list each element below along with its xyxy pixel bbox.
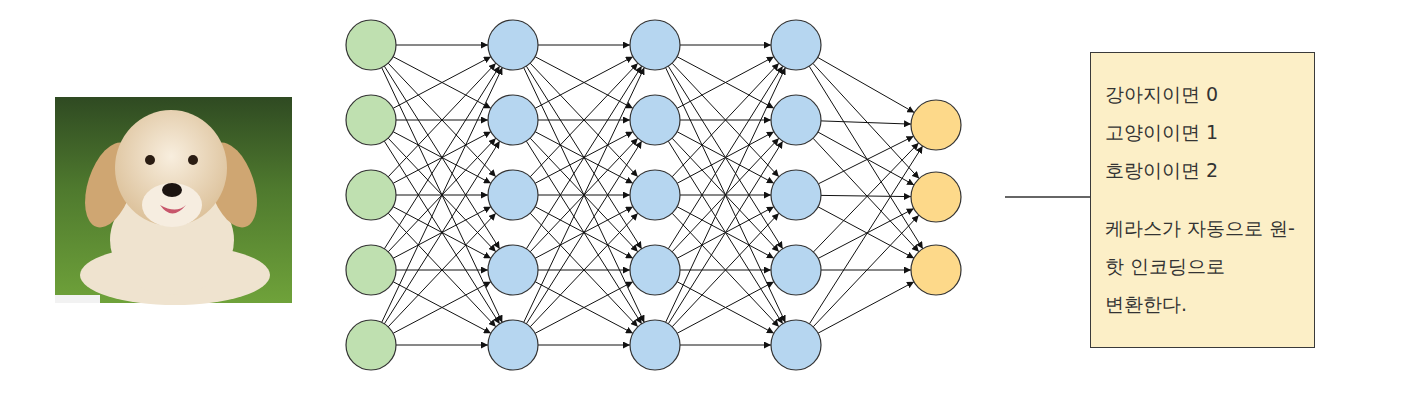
weight-arrow xyxy=(668,141,782,324)
weight-arrow xyxy=(524,68,645,323)
weight-arrow xyxy=(396,345,488,346)
note-text: 호랑이이면 2 xyxy=(1105,151,1302,189)
neuron xyxy=(911,100,961,150)
weight-arrow xyxy=(680,45,771,46)
weight-arrow xyxy=(388,63,496,177)
weight-arrow xyxy=(672,213,779,327)
weight-arrow xyxy=(680,345,771,346)
weight-arrow xyxy=(668,66,782,249)
weight-arrow xyxy=(672,63,779,177)
weight-arrow xyxy=(530,63,638,177)
network-neurons xyxy=(346,20,961,370)
neuron xyxy=(771,95,821,145)
weight-arrow xyxy=(818,282,914,333)
note-text: 케라스가 자동으로 원-핫 인코딩으로 변환한다. xyxy=(1105,209,1302,323)
weight-arrow xyxy=(677,57,774,109)
note-box: 강아지이면 0고양이이면 1호랑이이면 2 케라스가 자동으로 원-핫 인코딩으로… xyxy=(1090,52,1315,348)
neuron xyxy=(346,245,396,295)
weight-arrow xyxy=(382,68,503,323)
neuron xyxy=(911,172,961,222)
neuron xyxy=(630,20,680,70)
weight-arrow xyxy=(535,57,633,109)
neuron xyxy=(346,20,396,70)
weight-arrow xyxy=(388,63,496,177)
weight-arrow xyxy=(526,66,641,249)
weight-arrow xyxy=(813,215,919,327)
leader-line xyxy=(1005,196,1090,198)
neuron xyxy=(771,245,821,295)
weight-arrow xyxy=(524,68,645,323)
weight-arrow xyxy=(526,141,641,324)
neuron xyxy=(346,320,396,370)
weight-arrow xyxy=(677,282,774,334)
neuron xyxy=(771,320,821,370)
weight-arrow xyxy=(666,68,786,323)
weight-arrow xyxy=(818,209,914,259)
weight-arrow xyxy=(382,68,503,323)
note-text: 고양이이면 1 xyxy=(1105,113,1302,151)
neuron xyxy=(630,245,680,295)
weight-arrow xyxy=(818,136,913,184)
neuron xyxy=(771,170,821,220)
neuron xyxy=(346,170,396,220)
weight-arrow xyxy=(672,213,779,327)
neuron xyxy=(488,20,538,70)
weight-arrow xyxy=(538,45,630,46)
weight-arrow xyxy=(396,45,488,46)
weight-arrow xyxy=(535,282,633,334)
neuron xyxy=(346,95,396,145)
neuron xyxy=(630,320,680,370)
weight-arrow xyxy=(809,66,923,249)
weight-arrow xyxy=(813,63,919,178)
weight-arrow xyxy=(526,66,641,249)
weight-arrow xyxy=(530,213,638,327)
weight-arrow xyxy=(809,146,922,324)
weight-arrow xyxy=(393,282,491,334)
weight-arrow xyxy=(393,57,491,109)
weight-arrow xyxy=(538,345,630,346)
neuron xyxy=(771,20,821,70)
neuron xyxy=(630,170,680,220)
weight-arrow xyxy=(821,121,911,124)
weight-arrow xyxy=(530,213,638,327)
weight-arrow xyxy=(384,141,499,324)
weight-arrow xyxy=(821,195,911,196)
weight-arrow xyxy=(668,66,782,249)
neuron xyxy=(488,170,538,220)
weight-arrow xyxy=(530,63,638,177)
neuron xyxy=(488,95,538,145)
network-connections xyxy=(382,45,923,345)
weight-arrow xyxy=(535,57,633,109)
weight-arrow xyxy=(393,282,491,334)
weight-arrow xyxy=(668,141,782,324)
weight-arrow xyxy=(535,282,633,334)
weight-arrow xyxy=(388,213,496,327)
dog-photo xyxy=(55,97,292,305)
weight-arrow xyxy=(526,141,641,324)
neuron xyxy=(488,245,538,295)
weight-arrow xyxy=(666,68,786,323)
neuron xyxy=(630,95,680,145)
neuron xyxy=(488,320,538,370)
weight-arrow xyxy=(677,57,774,109)
weight-arrow xyxy=(388,213,496,327)
note-text: 강아지이면 0 xyxy=(1105,75,1302,113)
weight-arrow xyxy=(393,57,491,109)
weight-arrow xyxy=(672,63,779,177)
weight-arrow xyxy=(384,66,499,249)
weight-arrow xyxy=(384,66,499,249)
weight-arrow xyxy=(677,282,774,334)
neuron xyxy=(911,245,961,295)
weight-arrow xyxy=(384,141,499,324)
